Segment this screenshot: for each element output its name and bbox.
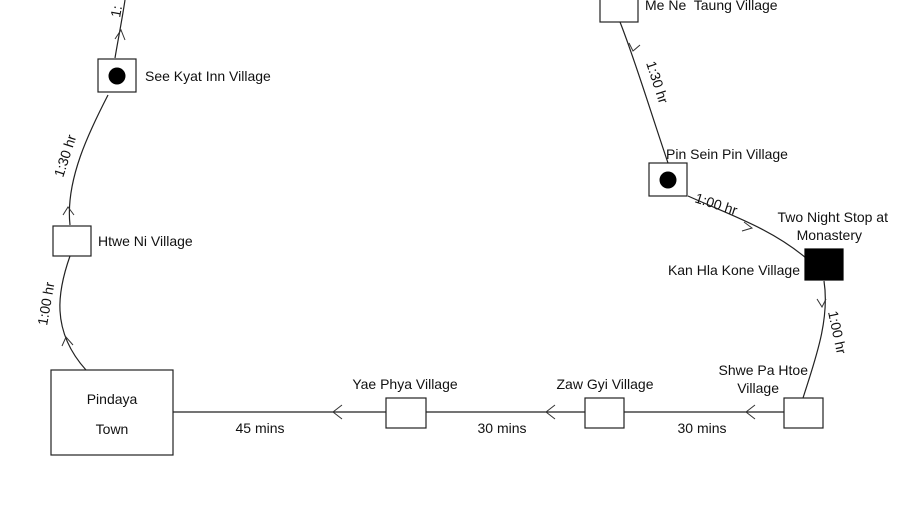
- direction-arrow: [61, 336, 74, 347]
- direction-arrow: [332, 404, 343, 420]
- duration-label-kan-hla-shwe-pa: 1:00 hr: [825, 309, 850, 355]
- node-yae-phya-village: [385, 397, 427, 429]
- node-label-shwe-pa-htoe-line1: Shwe Pa Htoe: [719, 362, 809, 378]
- direction-arrow: [545, 404, 556, 420]
- node-zaw-gyi-village: [584, 397, 625, 429]
- overnight-stop-marker: [108, 67, 126, 85]
- direction-arrow: [816, 298, 827, 309]
- node-label-yae-phya: Yae Phya Village: [352, 376, 458, 392]
- duration-label-me-ne-pin-sein: 1:30 hr: [643, 59, 672, 106]
- duration-label-yae-phya-pindaya: 45 mins: [235, 420, 284, 436]
- duration-label-pindaya-htwe-ni: 1:00 hr: [34, 280, 57, 326]
- direction-arrow: [62, 206, 75, 216]
- node-label-kan-hla-kone: Kan Hla Kone Village: [668, 262, 800, 278]
- node-label-two-night-line1: Two Night Stop at: [777, 209, 888, 225]
- duration-label-top-partial: 1:: [107, 4, 125, 18]
- node-label-htwe-ni: Htwe Ni Village: [98, 233, 193, 249]
- node-label-two-night-line2: Monastery: [797, 227, 862, 243]
- node-me-ne-taung-village: [599, 0, 639, 23]
- route-pin-sein-pin-to-kan-hla-kone: [687, 195, 807, 259]
- duration-label-zaw-gyi-yae-phya: 30 mins: [477, 420, 526, 436]
- route-pindaya-to-htwe-ni: [59, 255, 87, 371]
- duration-label-shwe-pa-zaw-gyi: 30 mins: [677, 420, 726, 436]
- node-label-pindaya-line1: Pindaya: [87, 391, 138, 407]
- route-me-ne-taung-to-pin-sein-pin: [619, 21, 669, 164]
- direction-arrow: [628, 42, 641, 52]
- route-kan-hla-kone-to-shwe-pa-htoe: [802, 280, 826, 399]
- node-label-shwe-pa-htoe-line2: Village: [737, 380, 779, 396]
- node-label-pin-sein-pin: Pin Sein Pin Village: [666, 146, 788, 162]
- node-label-zaw-gyi: Zaw Gyi Village: [556, 376, 653, 392]
- overnight-stop-marker: [659, 171, 677, 189]
- node-label-pindaya-line2: Town: [96, 421, 129, 437]
- node-label-me-ne-taung: Me Ne Taung Village: [645, 0, 778, 13]
- node-pindaya-town: [50, 369, 174, 456]
- route-see-kyat-inn-to-top: [114, 0, 126, 59]
- node-kan-hla-kone-village: [804, 248, 844, 281]
- node-shwe-pa-htoe-village: [783, 397, 824, 429]
- route-htwe-ni-to-see-kyat-inn: [68, 94, 109, 226]
- direction-arrow: [745, 404, 756, 420]
- node-htwe-ni-village: [52, 225, 92, 257]
- direction-arrow: [741, 221, 754, 232]
- node-label-see-kyat-inn: See Kyat Inn Village: [145, 68, 271, 84]
- duration-label-pin-sein-kan-hla: 1:00 hr: [693, 190, 740, 219]
- direction-arrow: [114, 28, 126, 41]
